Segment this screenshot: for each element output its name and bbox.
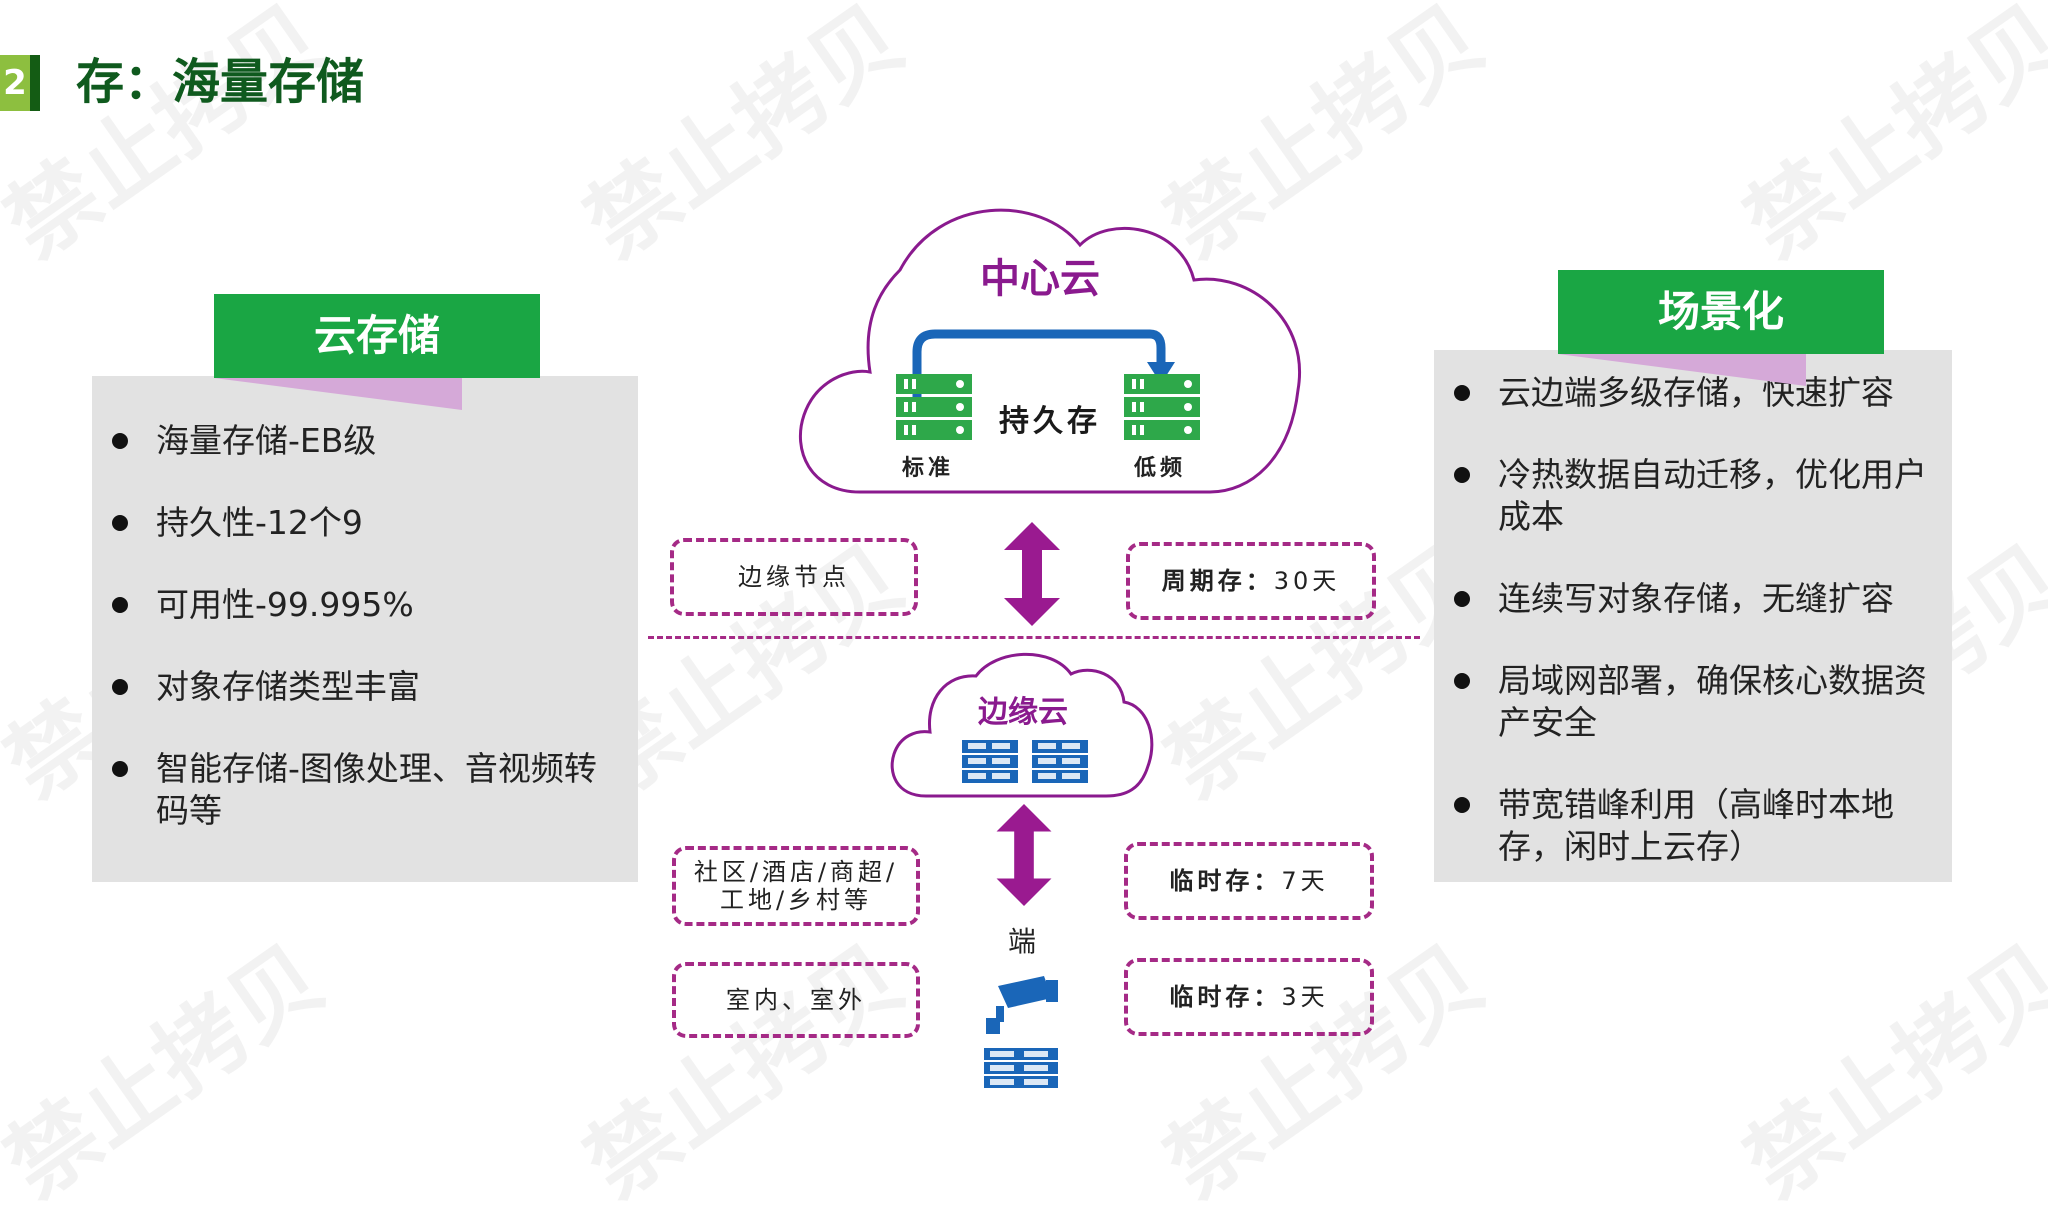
- temp-storage-7d-box: 临时存：7天: [1124, 842, 1374, 920]
- list-item: 带宽错峰利用（高峰时本地存，闲时上云存）: [1454, 784, 1938, 868]
- list-item: 持久性-12个9: [112, 502, 616, 544]
- server-icon: [896, 374, 972, 440]
- indoor-outdoor-box: 室内、室外: [672, 962, 920, 1038]
- right-panel-header: 场景化: [1558, 270, 1884, 354]
- endpoint-label: 端: [1008, 925, 1037, 958]
- curved-arrow-icon: [912, 329, 1175, 410]
- watermark: 禁止拷贝: [567, 925, 923, 1219]
- left-panel: 海量存储-EB级 持久性-12个9 可用性-99.995% 对象存储类型丰富 智…: [92, 376, 638, 882]
- list-item: 云边端多级存储，快速扩容: [1454, 372, 1938, 414]
- list-item: 局域网部署，确保核心数据资产安全: [1454, 660, 1938, 744]
- bullet-dot-icon: [112, 433, 128, 449]
- low-frequency-label: 低频: [1134, 456, 1187, 481]
- community-box: 社区/酒店/商超/工地/乡村等: [672, 846, 920, 926]
- divider-line: [648, 636, 1420, 639]
- watermark: 禁止拷贝: [1727, 925, 2048, 1219]
- watermark: 禁止拷贝: [1147, 925, 1503, 1219]
- left-header-shadow: [214, 378, 462, 410]
- double-arrow-icon: [1004, 522, 1060, 626]
- server-icon: [984, 1048, 1058, 1088]
- edge-cloud-title: 边缘云: [978, 695, 1068, 730]
- bullet-dot-icon: [1454, 591, 1470, 607]
- server-icon: [1032, 740, 1088, 783]
- watermark: 禁止拷贝: [1727, 0, 2048, 279]
- server-icon: [962, 740, 1018, 783]
- bullet-dot-icon: [1454, 385, 1470, 401]
- left-bullet-list: 海量存储-EB级 持久性-12个9 可用性-99.995% 对象存储类型丰富 智…: [112, 420, 616, 832]
- list-item: 海量存储-EB级: [112, 420, 616, 462]
- list-item: 冷热数据自动迁移，优化用户成本: [1454, 454, 1938, 538]
- bullet-dot-icon: [112, 761, 128, 777]
- storage-label: 持久存: [999, 404, 1101, 439]
- page-title: 存：海量存储: [76, 54, 365, 110]
- standard-label: 标准: [902, 456, 955, 481]
- server-icon: [1124, 374, 1200, 440]
- list-item: 智能存储-图像处理、音视频转码等: [112, 748, 616, 832]
- temp-storage-3d-box: 临时存：3天: [1124, 958, 1374, 1036]
- list-item: 可用性-99.995%: [112, 584, 616, 626]
- bullet-dot-icon: [1454, 797, 1470, 813]
- right-panel: 云边端多级存储，快速扩容 冷热数据自动迁移，优化用户成本 连续写对象存储，无缝扩…: [1434, 350, 1952, 882]
- edge-node-box: 边缘节点: [670, 538, 918, 616]
- right-bullet-list: 云边端多级存储，快速扩容 冷热数据自动迁移，优化用户成本 连续写对象存储，无缝扩…: [1454, 372, 1938, 868]
- section-number-badge: 2: [0, 55, 40, 111]
- periodic-storage-box: 周期存：30天: [1126, 542, 1376, 620]
- bullet-dot-icon: [112, 679, 128, 695]
- list-item: 连续写对象存储，无缝扩容: [1454, 578, 1938, 620]
- watermark: 禁止拷贝: [0, 925, 343, 1219]
- camera-icon: [986, 976, 1058, 1034]
- watermark: 禁止拷贝: [0, 0, 343, 279]
- double-arrow-icon: [996, 804, 1052, 906]
- center-cloud-title: 中心云: [980, 256, 1100, 302]
- bullet-dot-icon: [1454, 467, 1470, 483]
- left-panel-header: 云存储: [214, 294, 540, 378]
- right-header-shadow: [1558, 354, 1806, 386]
- list-item: 对象存储类型丰富: [112, 666, 616, 708]
- bullet-dot-icon: [1454, 673, 1470, 689]
- bullet-dot-icon: [112, 515, 128, 531]
- bullet-dot-icon: [112, 597, 128, 613]
